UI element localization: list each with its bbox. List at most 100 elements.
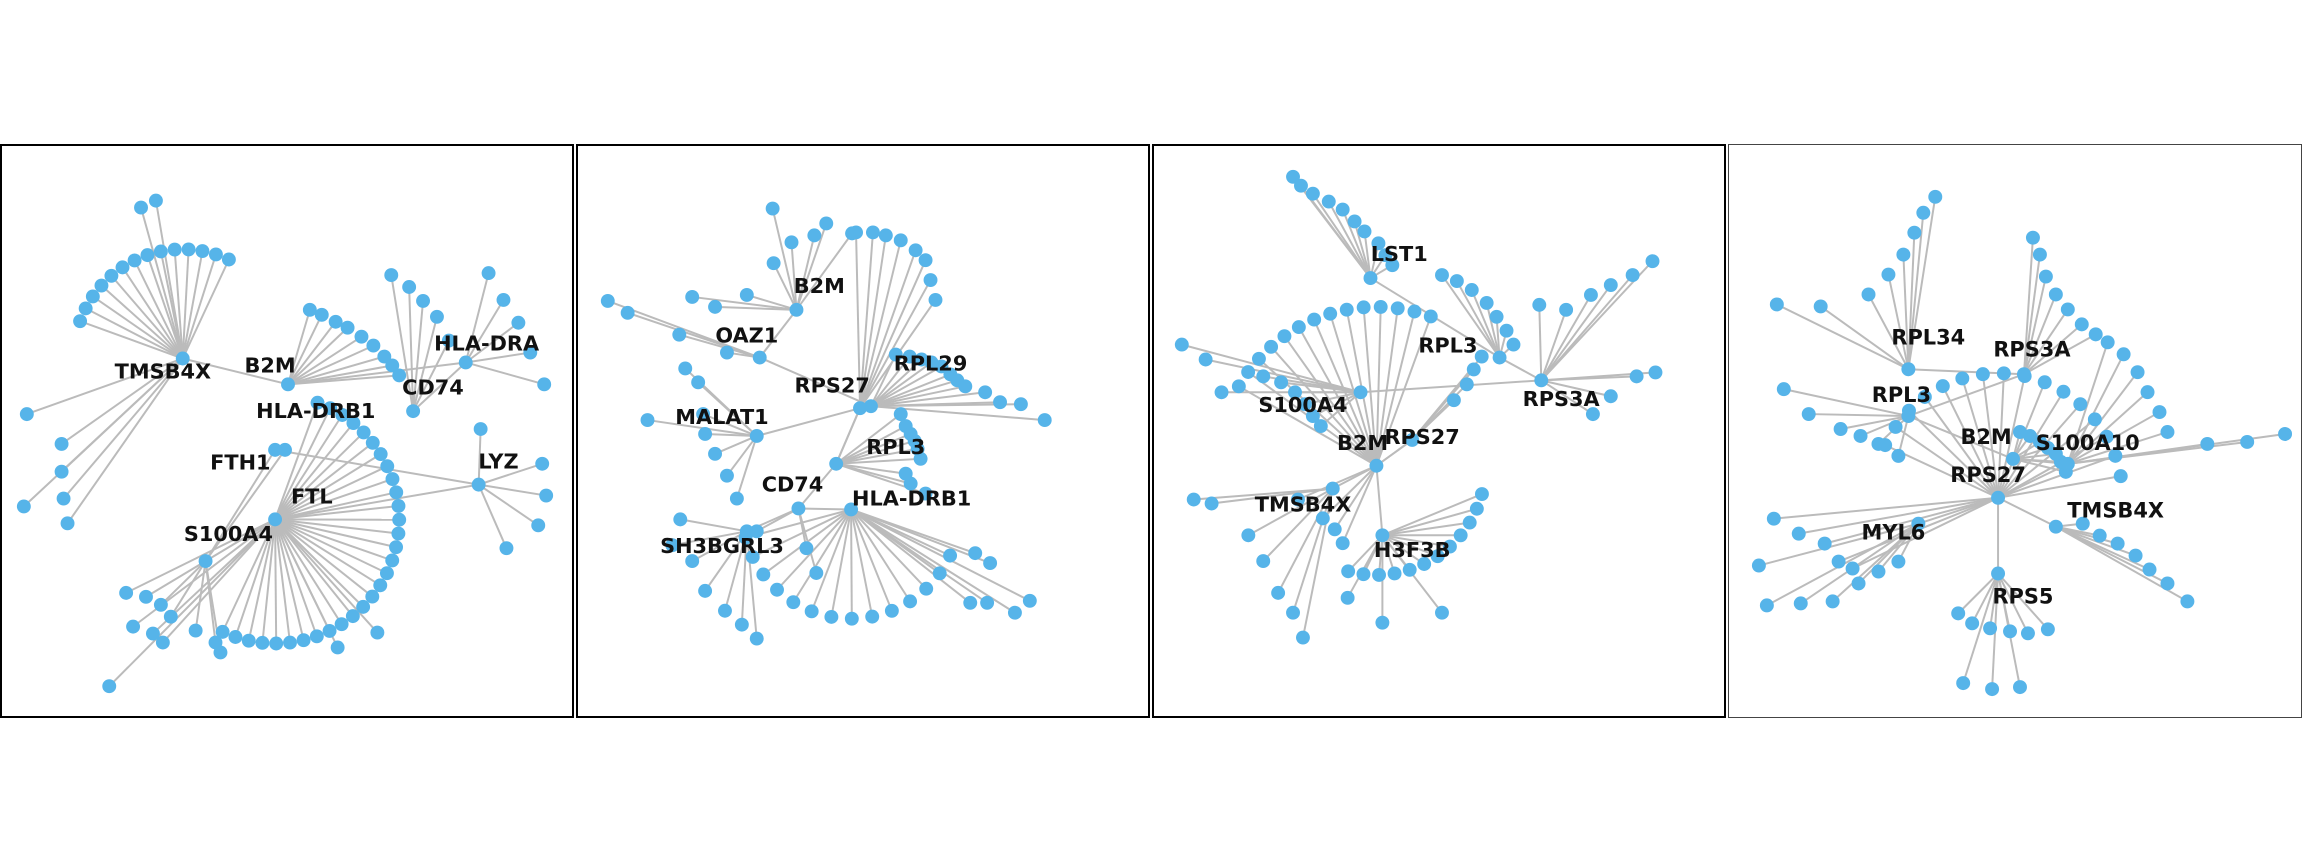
edge <box>465 361 545 386</box>
leaf-node <box>269 636 284 651</box>
leaf-node <box>208 247 223 262</box>
edge <box>1820 305 1909 371</box>
edge <box>1783 388 1909 418</box>
edge <box>1908 410 1999 499</box>
edge <box>1895 426 1999 499</box>
leaf-node <box>2130 365 2145 380</box>
edge <box>1382 534 1439 558</box>
leaf-node <box>181 242 196 257</box>
hub-label: RPS5 <box>1992 584 2053 608</box>
edge <box>1541 375 1637 382</box>
leaf-node <box>1356 567 1371 582</box>
leaf-node <box>377 349 392 364</box>
leaf-node <box>2099 429 2114 444</box>
edge <box>287 335 363 386</box>
hub-label: HLA-DRB1 <box>256 399 375 423</box>
leaf-node <box>2108 448 2123 463</box>
edge <box>1382 534 1451 548</box>
leaf-node <box>1372 568 1386 582</box>
edge <box>121 266 184 360</box>
leaf-node <box>1916 205 1931 220</box>
edge <box>1997 373 2005 498</box>
hub-label: H3F3B <box>1374 538 1451 562</box>
leaf-node <box>1469 501 1484 516</box>
edge <box>154 200 184 359</box>
leaf-node <box>878 228 893 243</box>
leaf-node <box>1313 419 1328 433</box>
edge <box>726 435 758 477</box>
edge <box>850 508 991 564</box>
edge <box>1907 232 1916 370</box>
edge <box>859 249 917 409</box>
leaf-node <box>1479 295 1494 310</box>
edge <box>1322 465 1378 520</box>
leaf-node <box>1881 267 1896 282</box>
edge <box>274 518 379 634</box>
edge <box>465 321 519 364</box>
edge <box>1997 572 2049 630</box>
leaf-node <box>1335 202 1350 217</box>
edge <box>758 309 798 359</box>
leaf-node <box>1825 594 1840 609</box>
leaf-node <box>16 499 31 514</box>
leaf-node <box>1935 379 1950 394</box>
leaf-node <box>720 468 734 483</box>
leaf-node <box>672 327 687 342</box>
leaf-node <box>1776 382 1791 397</box>
leaf-node <box>119 585 134 600</box>
edge <box>287 355 385 386</box>
edge <box>146 254 184 359</box>
leaf-node <box>255 635 270 650</box>
leaf-node <box>346 416 361 431</box>
leaf-node <box>698 427 713 441</box>
edge <box>2022 254 2041 375</box>
edge <box>859 235 887 409</box>
edge <box>1997 381 2046 499</box>
leaf-node <box>1603 389 1618 404</box>
hub-node <box>1353 385 1368 400</box>
edge <box>2066 341 2109 465</box>
edge <box>287 327 349 386</box>
edge <box>835 433 912 465</box>
edge <box>1193 487 1333 501</box>
leaf-node <box>1645 254 1660 269</box>
edge <box>1840 415 1909 430</box>
leaf-node <box>2025 230 2040 245</box>
edge <box>62 357 184 500</box>
leaf-node <box>718 603 732 618</box>
leaf-node <box>1769 297 1784 312</box>
nodes <box>600 201 1052 646</box>
leaf-node <box>865 609 880 624</box>
leaf-node <box>2142 562 2157 577</box>
edge <box>221 518 276 633</box>
leaf-node <box>1423 309 1438 324</box>
hub-node <box>1492 350 1507 365</box>
edge <box>1887 274 1910 370</box>
leaf-node <box>1241 528 1256 543</box>
leaf-node <box>665 538 680 553</box>
leaf-node <box>195 244 210 259</box>
edge <box>274 504 399 521</box>
hub-label: RPL29 <box>894 351 968 375</box>
leaf-node <box>1801 407 1816 422</box>
nodes <box>1751 189 2293 697</box>
edge <box>274 431 365 521</box>
leaf-node <box>766 256 781 271</box>
edge <box>145 560 207 598</box>
edge <box>797 463 837 510</box>
edge <box>1297 326 1378 467</box>
edge <box>1375 308 1399 466</box>
leaf-node <box>685 289 700 304</box>
edge <box>274 518 393 562</box>
edge <box>1485 302 1501 358</box>
edge <box>274 442 374 521</box>
edge <box>1907 196 1937 370</box>
leaf-node <box>1327 522 1342 537</box>
hub-node <box>1534 373 1549 388</box>
edge <box>160 560 207 606</box>
edge <box>870 373 951 408</box>
edge <box>274 518 388 575</box>
hub-node <box>1375 528 1390 543</box>
leaf-node <box>1464 283 1479 297</box>
